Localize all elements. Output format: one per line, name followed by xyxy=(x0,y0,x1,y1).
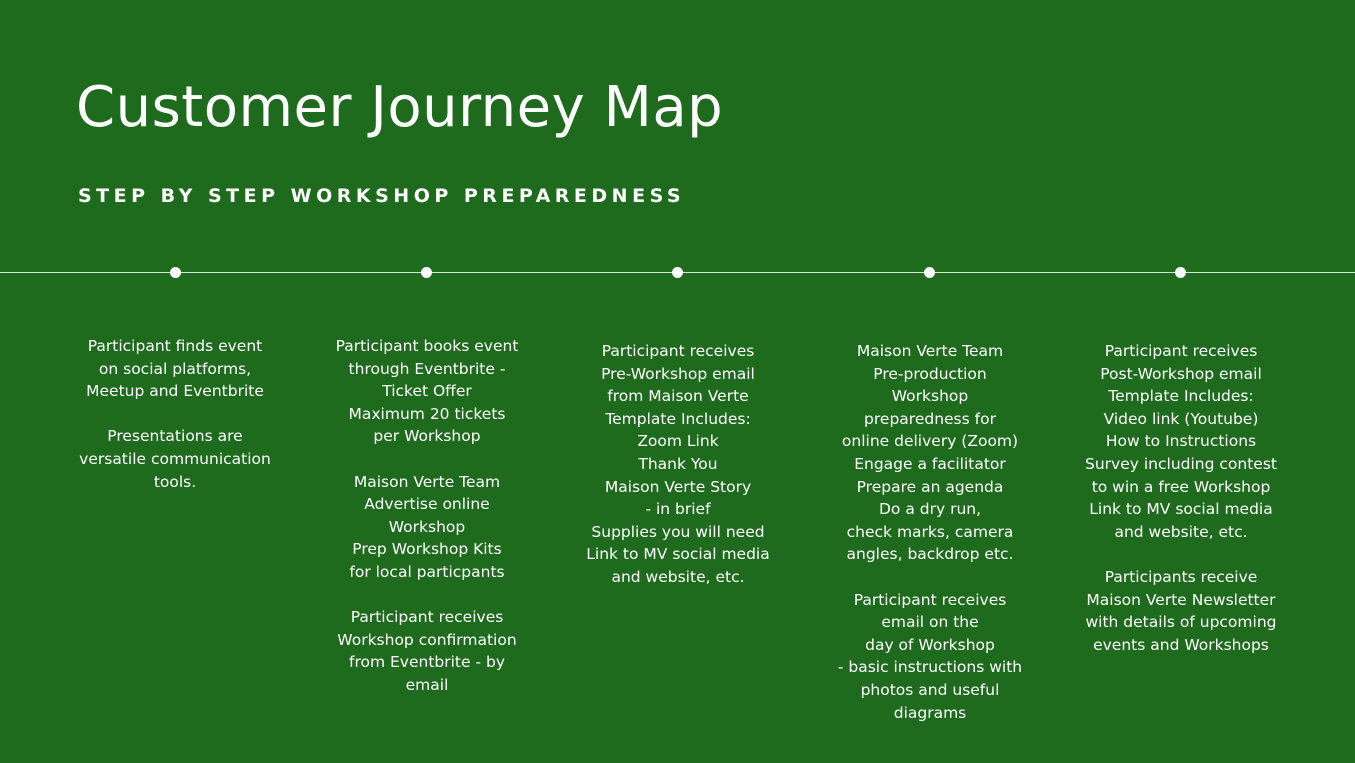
step-text-line xyxy=(311,584,543,607)
step-text-line: Participant receives xyxy=(601,342,755,360)
step-text-line: and website, etc. xyxy=(1114,522,1248,541)
step-text-line xyxy=(1065,543,1297,566)
step-text-line: Workshop confirmation xyxy=(337,630,517,649)
timeline-dot xyxy=(170,267,181,278)
step-text-line: Maison Verte Team xyxy=(856,342,1004,360)
step-text-line: online delivery (Zoom) xyxy=(841,432,1019,451)
step-text-line: Participants receive xyxy=(1104,567,1258,586)
step-1-description: Participant finds event on social platfor… xyxy=(59,335,291,493)
step-text-line: Meetup and Eventbrite xyxy=(86,382,264,401)
step-text-line: Advertise online xyxy=(364,495,490,514)
step-text-line: - in brief xyxy=(645,500,711,519)
step-text-line: Maison Verte Newsletter xyxy=(1086,590,1276,609)
step-text-line: Pre-production xyxy=(873,364,987,383)
step-text-line: Maison Verte Story xyxy=(604,477,752,496)
timeline-dot xyxy=(421,267,432,278)
step-text-line: from Maison Verte xyxy=(607,387,749,406)
step-text-line: with details of upcoming xyxy=(1085,613,1277,632)
step-text-line: email xyxy=(405,675,449,694)
step-text-line: angles, backdrop etc. xyxy=(846,545,1014,564)
step-text-line: Participant receives xyxy=(350,608,504,627)
step-text-line: diagrams xyxy=(893,703,967,722)
step-text-line xyxy=(311,448,543,471)
step-text-line: Participant receives xyxy=(1104,342,1258,360)
step-text-line: Link to MV social media xyxy=(586,545,770,564)
step-text-line: Do a dry run, xyxy=(878,500,982,519)
step-text-line: Maximum 20 tickets xyxy=(348,404,506,423)
timeline-dot xyxy=(924,267,935,278)
step-text-line: Participant receives xyxy=(853,590,1007,609)
step-text-line: per Workshop xyxy=(373,427,481,446)
step-text-line: - basic instructions with xyxy=(837,658,1023,677)
step-text-line: and website, etc. xyxy=(611,567,745,586)
step-text-line: from Eventbrite - by xyxy=(349,653,505,672)
step-text-line: Video link (Youtube) xyxy=(1103,409,1259,428)
step-text-line: Prep Workshop Kits xyxy=(352,540,502,559)
step-text-line: events and Workshops xyxy=(1093,635,1269,654)
step-text-line: tools. xyxy=(153,472,197,491)
step-text-line: through Eventbrite - xyxy=(348,359,506,378)
step-text-line: How to Instructions xyxy=(1105,432,1257,451)
step-text-line: photos and useful xyxy=(860,680,1000,699)
step-text-line: Link to MV social media xyxy=(1089,500,1273,519)
step-text-line: Pre-Workshop email xyxy=(601,364,755,383)
step-text-line: on social platforms, xyxy=(98,359,252,378)
step-text-line: Survey including contest xyxy=(1085,454,1277,473)
step-text-line: Ticket Offer xyxy=(382,382,472,401)
step-text-line: Supplies you will need xyxy=(591,522,765,541)
step-text-line: Post-Workshop email xyxy=(1100,364,1262,383)
step-text-line: Participant finds event xyxy=(87,337,263,355)
step-text-line: Workshop xyxy=(891,387,969,406)
step-text-line: Workshop xyxy=(388,517,466,536)
step-text-line: Template Includes: xyxy=(605,409,751,428)
step-text-line: check marks, camera xyxy=(846,522,1014,541)
step-text-line: Engage a facilitator xyxy=(854,454,1006,473)
step-text-line xyxy=(814,566,1046,589)
step-text-line: Prepare an agenda xyxy=(856,477,1004,496)
step-text-line: Presentations are xyxy=(107,427,243,446)
step-text-line: versatile communication xyxy=(79,449,271,468)
step-text-line: email on the xyxy=(881,613,979,632)
step-text-line: Thank You xyxy=(638,454,718,473)
step-text-line: Participant books event xyxy=(335,337,519,355)
step-text-line: day of Workshop xyxy=(865,635,995,654)
timeline-dot xyxy=(672,267,683,278)
page-subtitle: STEP BY STEP WORKSHOP PREPAREDNESS xyxy=(78,185,686,207)
step-text-line: Zoom Link xyxy=(637,432,719,451)
step-text-line: for local particpants xyxy=(349,562,505,581)
page-title: Customer Journey Map xyxy=(76,75,724,140)
step-2-description: Participant books event through Eventbrit… xyxy=(311,335,543,697)
step-text-line: Template Includes: xyxy=(1108,387,1254,406)
step-text-line: Maison Verte Team xyxy=(353,472,501,491)
timeline-dot xyxy=(1175,267,1186,278)
step-text-line: to win a free Workshop xyxy=(1091,477,1271,496)
step-text-line xyxy=(59,403,291,426)
step-text-line: preparedness for xyxy=(864,409,996,428)
